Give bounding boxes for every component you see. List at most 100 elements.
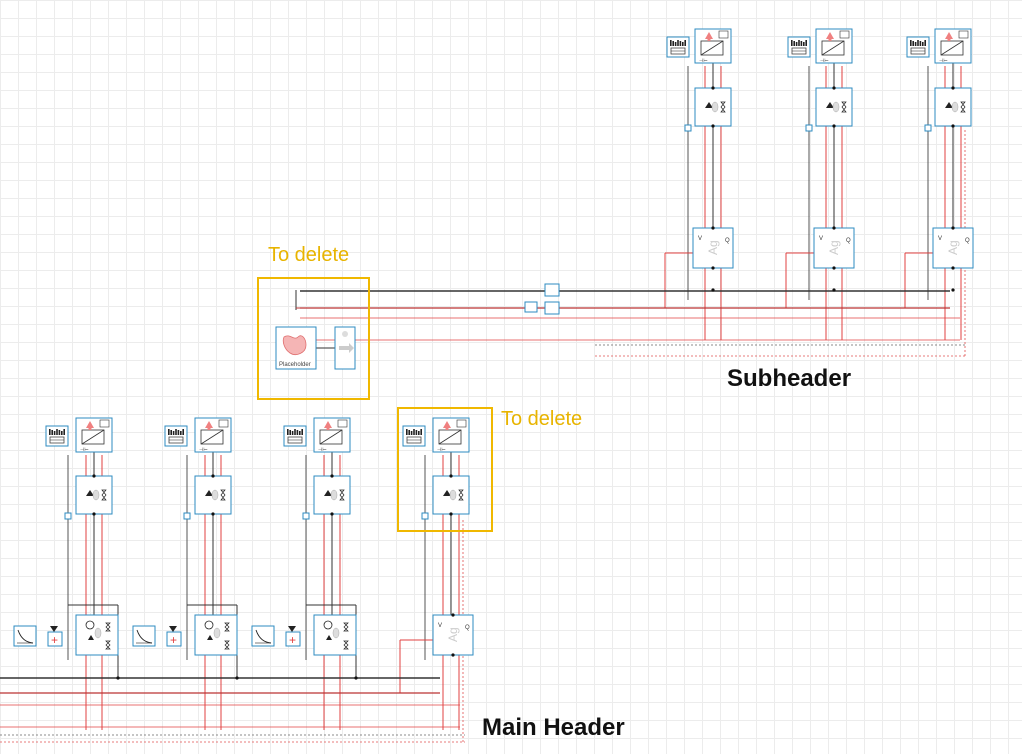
bowtie-valve-icon [101, 489, 107, 501]
curve-block [132, 625, 156, 647]
junction-block [524, 301, 538, 313]
converter-block: ⊣⊢ [694, 28, 732, 64]
valve-icon [169, 626, 177, 632]
valve-block [934, 87, 972, 127]
bowtie-valve-icon [343, 640, 349, 650]
source-port-v: V [438, 623, 442, 629]
junction-dot [354, 676, 358, 680]
converter-block: ⊣⊢ [75, 417, 113, 453]
up-arrow-stem [326, 426, 330, 430]
bar-icon [289, 430, 291, 435]
source-symbol: Ag [827, 240, 841, 255]
port-dot [92, 512, 96, 516]
bar-icon [682, 42, 684, 46]
delete-highlight-box-top [257, 277, 370, 400]
port-dot [211, 474, 215, 478]
port-square [684, 124, 692, 132]
bar-icon [291, 431, 294, 435]
converter-port: ⊣⊢ [437, 446, 446, 453]
up-arrow-stem [445, 426, 449, 430]
sensor-icon [92, 489, 100, 501]
source-frame [432, 614, 474, 656]
converter-block: ⊣⊢ [815, 28, 853, 64]
valve-icon [443, 490, 451, 496]
junction-dot [951, 288, 955, 292]
converter-diag [700, 40, 724, 56]
bowtie-valve-icon [960, 101, 966, 113]
junction-block [544, 301, 560, 315]
port-dot [211, 512, 215, 516]
placeholder-icon [282, 335, 307, 355]
sensor-icon [213, 627, 221, 639]
junction-dot [711, 288, 715, 292]
monitor-block [45, 425, 69, 447]
to-delete-label-top: To delete [268, 244, 350, 266]
bowtie-valve-icon [105, 640, 111, 650]
port-square [805, 124, 813, 132]
monitor-block [402, 425, 426, 447]
up-arrow-stem [88, 426, 92, 430]
curve-frame [132, 625, 156, 647]
bar-icon [175, 429, 177, 435]
source-symbol: Ag [946, 240, 960, 255]
port-dot [832, 266, 836, 270]
source-port-q: Q [846, 238, 851, 244]
bar-icon [61, 431, 63, 435]
port-square [421, 512, 429, 520]
bar-icon [418, 431, 420, 435]
sum-frame [47, 631, 63, 647]
bar-icon [170, 430, 172, 435]
converter-box [319, 429, 343, 445]
valve-icon [86, 490, 94, 496]
port-dot [711, 266, 715, 270]
bowtie-valve-icon [343, 622, 349, 632]
converter-box [700, 40, 724, 56]
port-dot [449, 474, 453, 478]
port-dot [451, 653, 455, 657]
valve-icon [205, 490, 213, 496]
plus-icon: + [51, 633, 58, 647]
port-dot [951, 266, 955, 270]
monitor-block [164, 425, 188, 447]
valve-icon [826, 102, 834, 108]
up-arrow-icon [324, 421, 332, 428]
converter-block: ⊣⊢ [934, 28, 972, 64]
sum-block: + [285, 631, 301, 647]
port-dot [951, 86, 955, 90]
up-arrow-icon [945, 32, 953, 39]
converter-box [200, 429, 224, 445]
bar-icon [287, 429, 289, 435]
curve-frame [251, 625, 275, 647]
port-dot [451, 613, 455, 617]
bar-icon [299, 431, 301, 435]
bar-icon [674, 42, 677, 46]
port-dot [92, 474, 96, 478]
curve-frame [13, 625, 37, 647]
bar-icon [800, 41, 803, 46]
bar-icon [58, 430, 61, 435]
sum-frame [285, 631, 301, 647]
mini-table-icon [337, 419, 348, 428]
sum-block: + [47, 631, 63, 647]
bar-icon [795, 42, 798, 46]
source-port-v: V [698, 236, 702, 242]
plus-icon: + [289, 633, 296, 647]
converter-diag [940, 40, 964, 56]
bar-icon [168, 429, 170, 435]
bar-icon [294, 429, 296, 435]
valve-icon [288, 626, 296, 632]
valve-block [815, 87, 853, 127]
monitor-block [906, 36, 930, 58]
mini-table-icon [99, 419, 110, 428]
bowtie-valve-icon [220, 489, 226, 501]
bar-icon [684, 40, 686, 46]
mini-table-icon [456, 419, 467, 428]
bar-icon [793, 41, 795, 46]
curve-block [251, 625, 275, 647]
source-symbol: Ag [706, 240, 720, 255]
bar-icon [805, 40, 807, 46]
converter-diag [438, 429, 462, 445]
